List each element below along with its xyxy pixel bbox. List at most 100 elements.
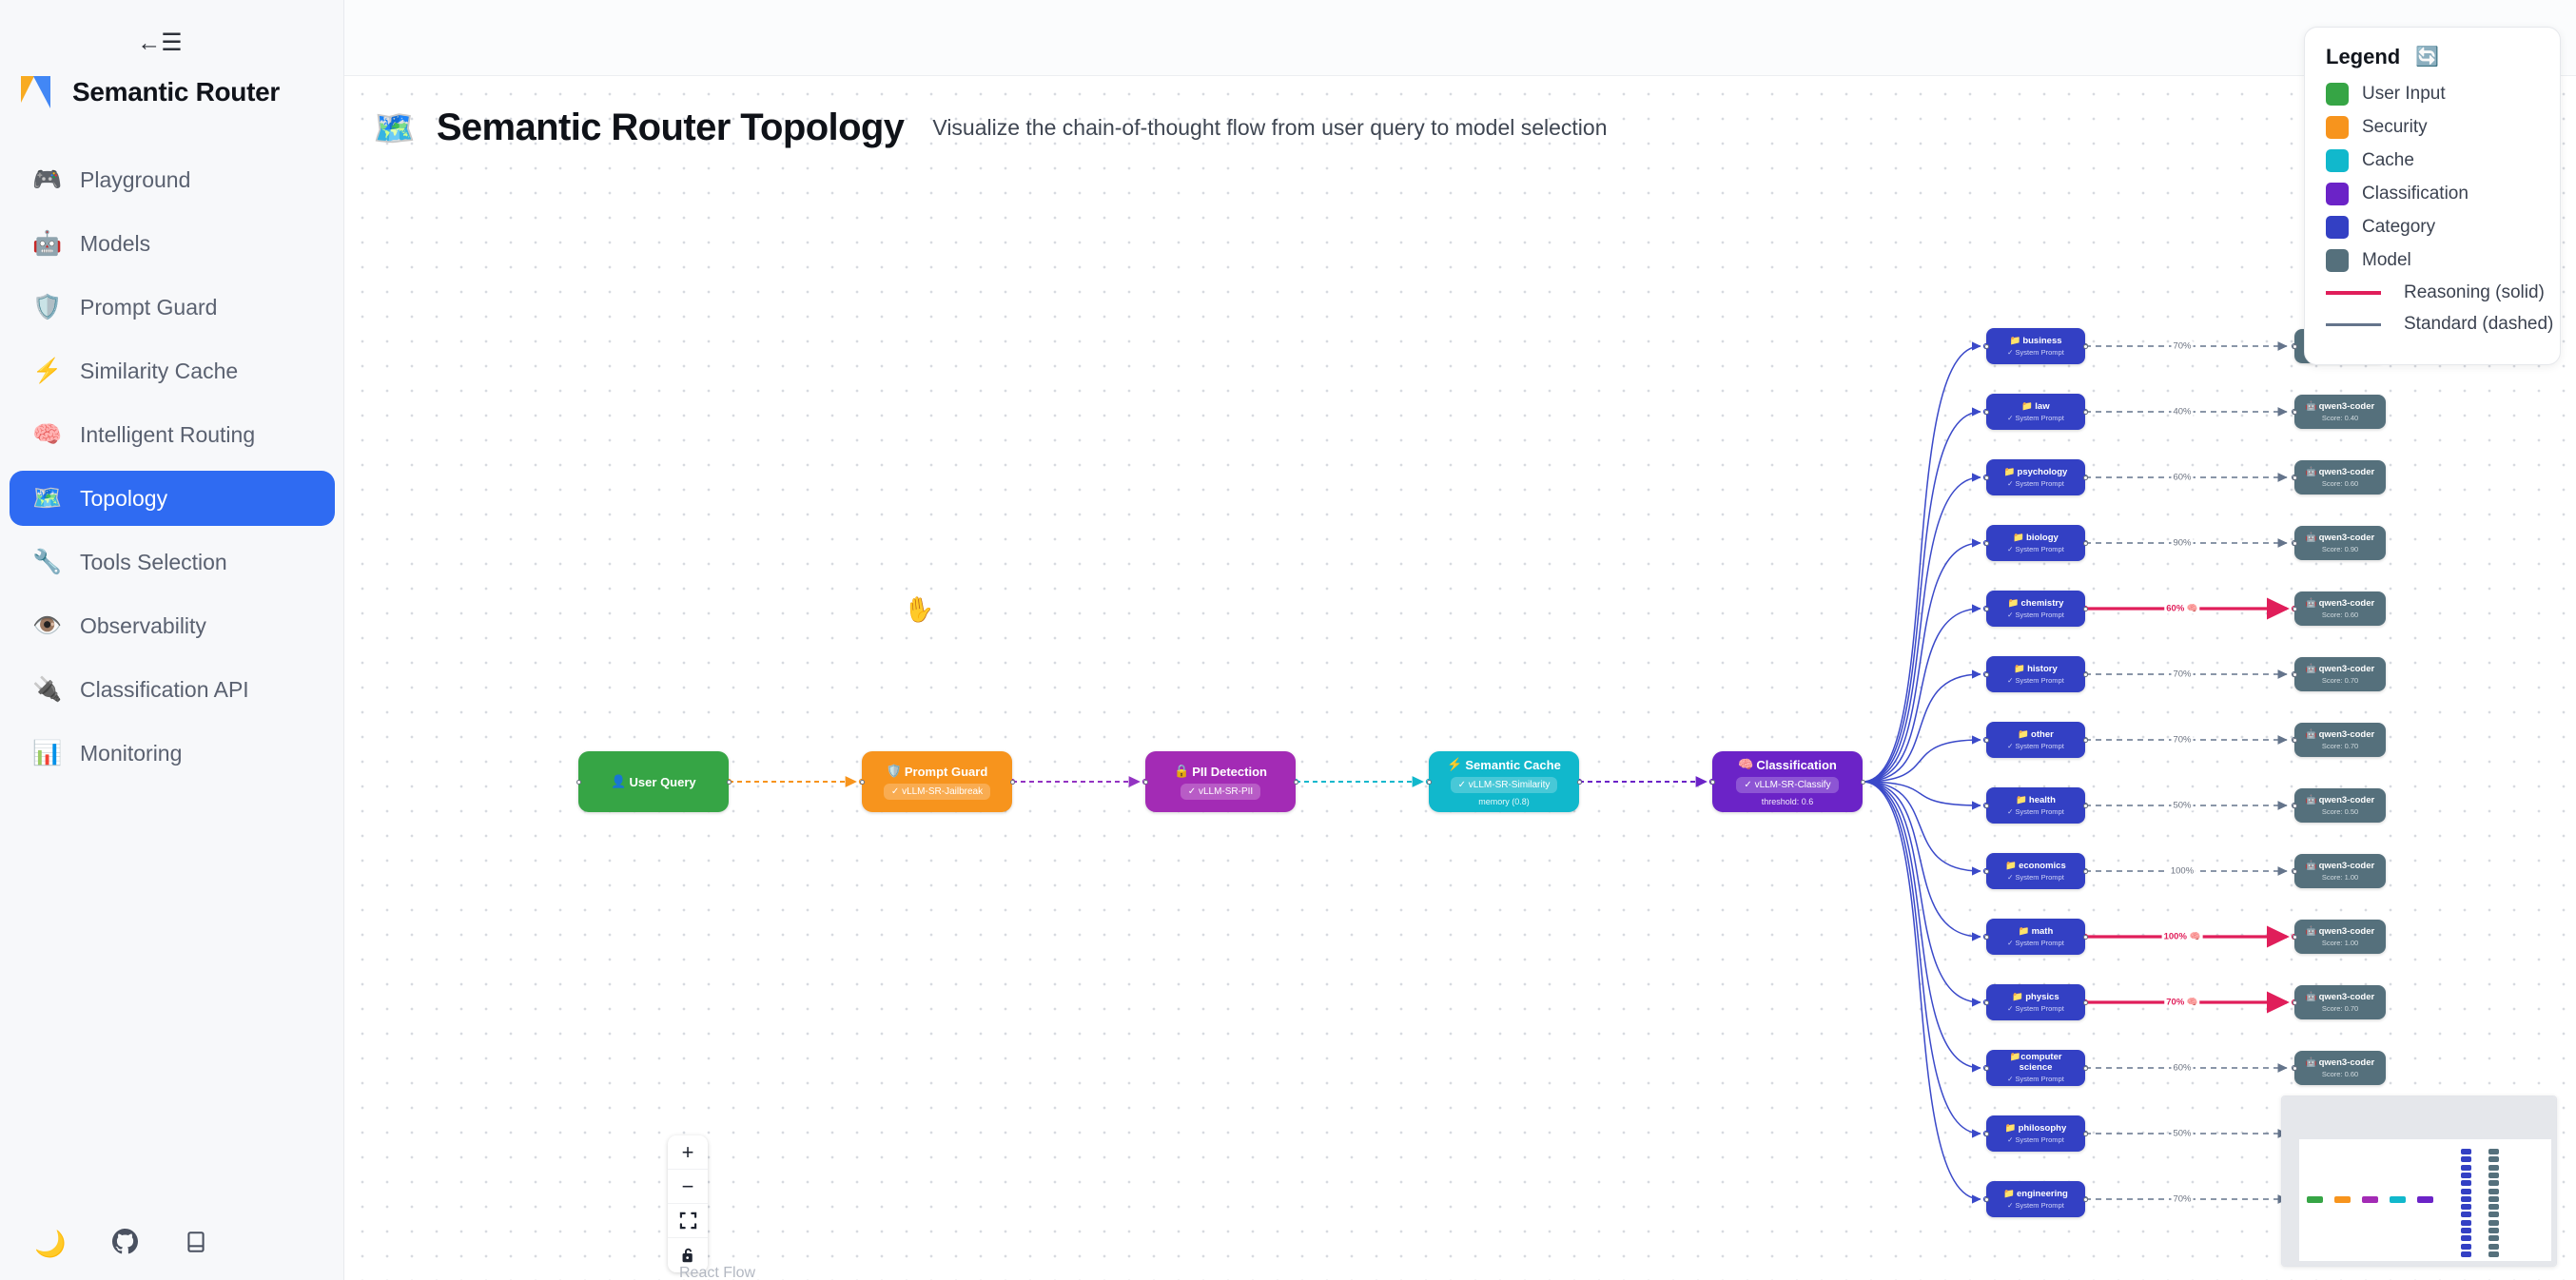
edge-handle-right[interactable] bbox=[2082, 1131, 2088, 1136]
edge-handle-left[interactable] bbox=[2292, 540, 2297, 546]
edge-handle-right[interactable] bbox=[2082, 737, 2088, 743]
edge-handle-left[interactable] bbox=[2292, 1065, 2297, 1071]
collapse-menu-icon[interactable]: ←☰ bbox=[137, 29, 183, 56]
edge-handle-left[interactable] bbox=[1983, 868, 1989, 874]
edge-handle-left[interactable] bbox=[1983, 343, 1989, 349]
sidebar-item-monitoring[interactable]: 📊Monitoring bbox=[10, 726, 335, 781]
lock-icon[interactable] bbox=[668, 1238, 708, 1272]
sidebar-item-classification-api[interactable]: 🔌Classification API bbox=[10, 662, 335, 717]
category-node-health[interactable]: 📁health✓ System Prompt bbox=[1983, 787, 2088, 824]
edge-handle-right[interactable] bbox=[2082, 1196, 2088, 1202]
edge-handle-right[interactable] bbox=[1293, 779, 1298, 785]
edge-handle-left[interactable] bbox=[1983, 1196, 1989, 1202]
category-node-philosophy[interactable]: 📁philosophy✓ System Prompt bbox=[1983, 1115, 2088, 1152]
react-flow-attribution[interactable]: React Flow bbox=[679, 1265, 756, 1280]
edge-handle-left[interactable] bbox=[2292, 999, 2297, 1005]
edge-handle-left[interactable] bbox=[1983, 934, 1989, 940]
edge-handle-left[interactable] bbox=[1426, 779, 1432, 785]
edge-handle-left[interactable] bbox=[1983, 606, 1989, 611]
edge-handle-right[interactable] bbox=[2082, 999, 2088, 1005]
edge-handle-right[interactable] bbox=[2082, 343, 2088, 349]
fit-view-icon[interactable] bbox=[668, 1204, 708, 1238]
edge-handle-left[interactable] bbox=[2292, 737, 2297, 743]
zoom-out-button[interactable]: − bbox=[668, 1170, 708, 1204]
edge-handle-left[interactable] bbox=[2292, 606, 2297, 611]
github-icon[interactable] bbox=[111, 1229, 138, 1259]
sidebar-item-prompt-guard[interactable]: 🛡️Prompt Guard bbox=[10, 280, 335, 335]
edge-handle-right[interactable] bbox=[2082, 934, 2088, 940]
edge-handle-left[interactable] bbox=[859, 779, 865, 785]
edge-handle-right[interactable] bbox=[2082, 803, 2088, 808]
category-node-other[interactable]: 📁other✓ System Prompt bbox=[1983, 722, 2088, 758]
category-node-physics[interactable]: 📁physics✓ System Prompt bbox=[1983, 984, 2088, 1020]
topology-canvas[interactable]: 👤User Query 🛡️Prompt Guard✓ vLLM-SR-Jailb… bbox=[344, 76, 2576, 1280]
sidebar-item-tools-selection[interactable]: 🔧Tools Selection bbox=[10, 534, 335, 590]
edge-handle-left[interactable] bbox=[2292, 409, 2297, 415]
edge-handle-left[interactable] bbox=[1983, 540, 1989, 546]
edge-handle-left[interactable] bbox=[1983, 409, 1989, 415]
category-node-business[interactable]: 📁business✓ System Prompt bbox=[1983, 328, 2088, 364]
dark-mode-toggle-icon[interactable]: 🌙 bbox=[34, 1229, 67, 1258]
edge-handle-left[interactable] bbox=[2292, 671, 2297, 677]
sidebar-item-playground[interactable]: 🎮Playground bbox=[10, 152, 335, 207]
edge-handle-left[interactable] bbox=[576, 779, 581, 785]
flow-node-guard[interactable]: 🛡️Prompt Guard✓ vLLM-SR-Jailbreak bbox=[859, 751, 1015, 812]
edge-handle-left[interactable] bbox=[1709, 779, 1715, 785]
sidebar-item-observability[interactable]: 👁️Observability bbox=[10, 598, 335, 653]
edge-handle-right[interactable] bbox=[2082, 540, 2088, 546]
edge-handle-left[interactable] bbox=[1983, 737, 1989, 743]
edge-handle-left[interactable] bbox=[2292, 475, 2297, 480]
sidebar-item-intelligent-routing[interactable]: 🧠Intelligent Routing bbox=[10, 407, 335, 462]
edge-handle-right[interactable] bbox=[2082, 868, 2088, 874]
category-node-biology[interactable]: 📁biology✓ System Prompt bbox=[1983, 525, 2088, 561]
edge-handle-left[interactable] bbox=[1983, 475, 1989, 480]
edge-handle-right[interactable] bbox=[1009, 779, 1015, 785]
brand[interactable]: Semantic Router bbox=[21, 76, 280, 108]
edge-handle-left[interactable] bbox=[2292, 934, 2297, 940]
category-node-law[interactable]: 📁law✓ System Prompt bbox=[1983, 394, 2088, 430]
edge-handle-right[interactable] bbox=[2082, 1065, 2088, 1071]
edge-handle-right[interactable] bbox=[2082, 475, 2088, 480]
category-node-psychology[interactable]: 📁psychology✓ System Prompt bbox=[1983, 459, 2088, 495]
minimap[interactable] bbox=[2281, 1096, 2557, 1267]
edge-handle-left[interactable] bbox=[1983, 1065, 1989, 1071]
edge-handle-left[interactable] bbox=[2292, 343, 2297, 349]
edge-handle-left[interactable] bbox=[1983, 803, 1989, 808]
edge-handle-left[interactable] bbox=[2292, 803, 2297, 808]
edge-handle-right[interactable] bbox=[1860, 779, 1865, 785]
flow-node-user[interactable]: 👤User Query bbox=[576, 751, 732, 812]
category-node-chemistry[interactable]: 📁chemistry✓ System Prompt bbox=[1983, 591, 2088, 627]
category-node-economics[interactable]: 📁economics✓ System Prompt bbox=[1983, 853, 2088, 889]
edge-handle-left[interactable] bbox=[1142, 779, 1148, 785]
edge-handle-left[interactable] bbox=[1983, 1131, 1989, 1136]
docs-book-icon[interactable] bbox=[184, 1230, 208, 1259]
edge-handle-right[interactable] bbox=[2082, 606, 2088, 611]
edge-handle-right[interactable] bbox=[2082, 671, 2088, 677]
category-node-engineering[interactable]: 📁engineering✓ System Prompt bbox=[1983, 1181, 2088, 1217]
edge-handle-left[interactable] bbox=[2292, 868, 2297, 874]
edge-handle-right[interactable] bbox=[1576, 779, 1582, 785]
edge-handle-left[interactable] bbox=[1983, 999, 1989, 1005]
sidebar-item-similarity-cache[interactable]: ⚡Similarity Cache bbox=[10, 343, 335, 398]
refresh-icon[interactable]: 🔄 bbox=[2415, 47, 2440, 68]
edge-handle-right[interactable] bbox=[2082, 409, 2088, 415]
category-node-history[interactable]: 📁history✓ System Prompt bbox=[1983, 656, 2088, 692]
edge-handle-right[interactable] bbox=[726, 779, 732, 785]
sidebar-item-models[interactable]: 🤖Models bbox=[10, 216, 335, 271]
category-node-math[interactable]: 📁math✓ System Prompt bbox=[1983, 919, 2088, 955]
zoom-in-button[interactable]: + bbox=[668, 1135, 708, 1170]
